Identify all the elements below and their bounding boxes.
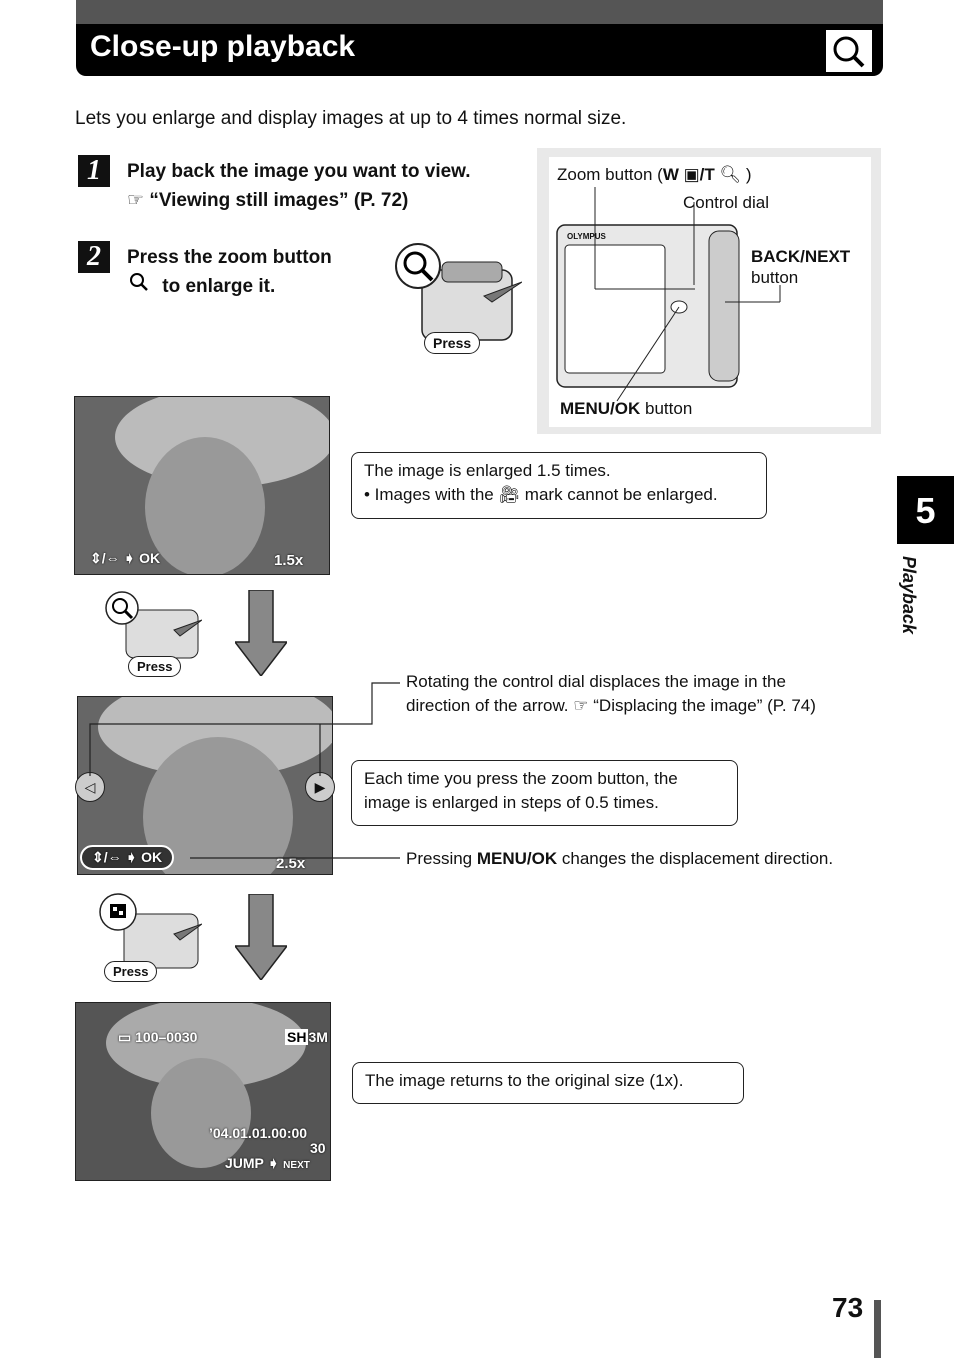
pressing-b: changes the displacement direction.	[561, 849, 834, 868]
photo-zoom-1-5x	[74, 396, 330, 575]
step-1-ref-text: “Viewing still images” (P. 72)	[149, 190, 409, 211]
step-2-line2: to enlarge it.	[127, 272, 332, 301]
zoom-press-illustration-2	[105, 591, 202, 659]
page-number: 73	[832, 1292, 864, 1323]
camera-brand: OLYMPUS	[567, 232, 606, 241]
callout-enlarged-line2-a: • Images with the	[364, 485, 494, 504]
press-badge-3: Press	[104, 961, 158, 982]
zoom-indicator-1: 1.5x	[274, 552, 304, 569]
zoom-button-label: Zoom button (W ▣/T 🔍︎ )	[557, 165, 752, 185]
file-number: ▭ 100–0030	[118, 1029, 198, 1045]
left-arrow-button: ◁	[75, 772, 105, 802]
back-next-label: BACK/NEXT button	[751, 246, 850, 288]
back-next-rest: button	[751, 268, 799, 287]
movie-icon: 🎥︎	[498, 485, 521, 504]
page-number-bar	[874, 1300, 881, 1358]
rotate-line1: Rotating the control dial displaces the …	[406, 672, 786, 691]
zoom-press-illustration	[395, 243, 522, 341]
step-1-line: Play back the image you want to view.	[127, 161, 471, 182]
quality-text: SH	[285, 1029, 309, 1045]
osd-controls-1: ⇕/⇔ ➧ OK	[90, 550, 161, 566]
step-1-ref: ☞ “Viewing still images” (P. 72)	[127, 186, 471, 215]
step-2-number: 2	[78, 241, 110, 273]
tele-icon: 🔍︎	[719, 165, 742, 184]
page-title: Close-up playback	[90, 30, 356, 63]
reference-hand-icon: ☞	[573, 696, 589, 715]
magnifier-icon	[826, 30, 872, 72]
header-top-bar	[76, 0, 883, 24]
ok-text-1: OK	[139, 550, 161, 566]
wide-press-illustration	[99, 893, 202, 969]
pressing-bold: MENU/OK	[476, 849, 558, 868]
menu-ok-bold: MENU/OK	[560, 399, 641, 418]
zoom-t-text: /T	[699, 165, 715, 184]
press-badge-2: Press	[128, 656, 182, 677]
step-1-text: Play back the image you want to view. ☞ …	[127, 157, 471, 215]
reference-hand-icon: ☞	[127, 190, 145, 211]
datetime: ’04.01.01.00:00	[209, 1125, 308, 1141]
zoom-label-suffix: )	[745, 165, 752, 184]
callout-enlarged-line2: • Images with the 🎥︎ mark cannot be enla…	[364, 483, 754, 507]
press-badge: Press	[424, 332, 481, 354]
jump-text: JUMP	[225, 1155, 264, 1171]
menu-ok-rest: button	[645, 399, 693, 418]
zoom-w-text: W	[662, 165, 679, 184]
control-dial-label: Control dial	[683, 193, 769, 212]
callout-returns: The image returns to the original size (…	[352, 1062, 744, 1104]
down-arrow-2	[235, 894, 287, 980]
next-text: NEXT	[283, 1160, 310, 1171]
callout-enlarged: The image is enlarged 1.5 times. • Image…	[351, 452, 767, 519]
chapter-tab: 5	[897, 476, 954, 544]
zoom-label-prefix: Zoom button (	[557, 165, 663, 184]
step-2-text: Press the zoom button to enlarge it.	[127, 243, 332, 301]
osd-controls-2: ⇕/⇔ ➧ OK	[80, 845, 175, 870]
down-arrow-1	[235, 590, 287, 676]
menu-ok-label: MENU/OK button	[560, 399, 692, 419]
jump-next-hint: JUMP ➧ NEXT	[225, 1155, 310, 1171]
pressing-a: Pressing	[406, 849, 473, 868]
frame-count: 30	[310, 1140, 326, 1156]
intro-text: Lets you enlarge and display images at u…	[75, 108, 627, 129]
zoom-t-icon	[127, 273, 162, 297]
callout-each-time: Each time you press the zoom button, the…	[351, 760, 738, 826]
rotate-dial-note: Rotating the control dial displaces the …	[406, 670, 816, 718]
back-next-bold: BACK/NEXT	[751, 247, 851, 266]
rotate-line2-b: “Displacing the image” (P. 74)	[593, 696, 816, 715]
step-2-line1: Press the zoom button	[127, 247, 332, 268]
wide-icon: ▣	[683, 165, 700, 184]
size-text: 3M	[308, 1029, 328, 1045]
ok-text-2: OK	[141, 849, 163, 865]
callout-enlarged-line2-b: mark cannot be enlarged.	[524, 485, 718, 504]
file-number-text: 100–0030	[135, 1029, 198, 1045]
callout-enlarged-line1: The image is enlarged 1.5 times.	[364, 461, 611, 480]
pressing-menu-ok-note: Pressing MENU/OK changes the displacemen…	[406, 849, 833, 869]
zoom-indicator-2: 2.5x	[276, 855, 306, 872]
chapter-label: Playback	[899, 556, 919, 635]
header-bar	[76, 24, 883, 76]
rotate-line2: direction of the arrow. ☞ “Displacing th…	[406, 694, 816, 718]
right-arrow-button: ▶	[305, 772, 335, 802]
step-2-line2-text: to enlarge it.	[162, 276, 276, 297]
rotate-line2-a: direction of the arrow.	[406, 696, 569, 715]
step-1-number: 1	[78, 155, 110, 187]
camera-back-drawing	[556, 187, 781, 402]
